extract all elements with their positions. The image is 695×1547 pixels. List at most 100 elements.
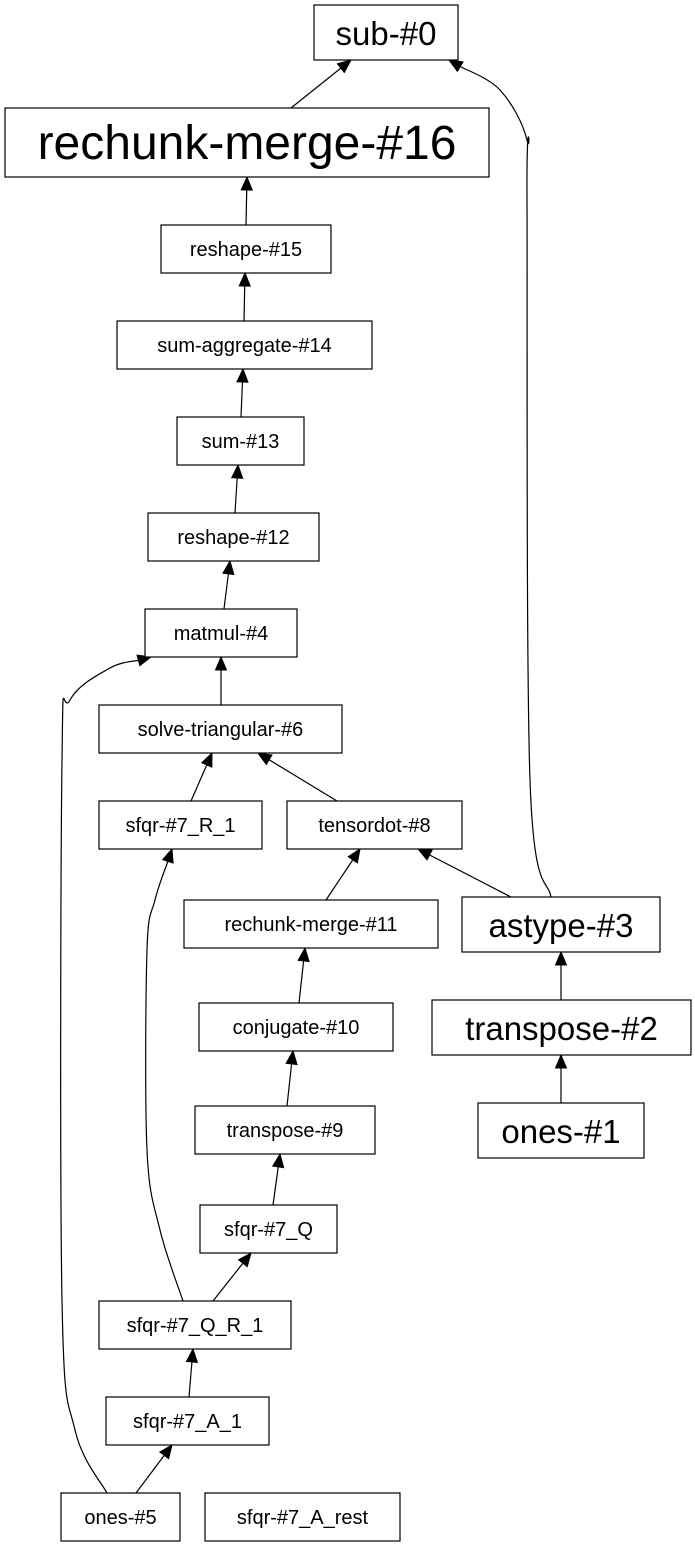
edge-line	[243, 284, 246, 322]
nodes-layer: sub-#0 rechunk-merge-#16 reshape-#15 sum-ag…	[4, 4, 692, 1542]
arrow-head-icon	[256, 752, 273, 766]
edge-sum-aggregate-14-to-reshape-15	[238, 271, 251, 322]
node-label: astype-#3	[489, 907, 634, 944]
edge-line	[286, 1062, 293, 1107]
node-astype-3[interactable]: astype-#3	[461, 896, 661, 953]
arrow-head-icon	[554, 1053, 568, 1069]
arrow-head-icon	[336, 59, 353, 74]
node-box	[116, 320, 373, 370]
edge-line	[234, 476, 238, 514]
edge-line	[212, 1262, 245, 1302]
node-tensordot-8[interactable]: tensordot-#8	[286, 800, 463, 850]
node-box	[199, 1204, 338, 1254]
node-label: sfqr-#7_A_rest	[237, 1507, 369, 1529]
node-box	[461, 896, 661, 953]
edge-ones-5-to-sfqr-7-A-1	[135, 1443, 173, 1494]
node-label: sum-aggregate-#14	[157, 335, 332, 357]
arrow-head-icon	[416, 848, 433, 861]
node-rechunk-merge-16[interactable]: rechunk-merge-#16	[4, 107, 490, 178]
node-label: solve-triangular-#6	[138, 719, 304, 741]
arrow-head-icon	[185, 1347, 199, 1363]
node-transpose-9[interactable]: transpose-#9	[194, 1105, 376, 1155]
node-label: sfqr-#7_Q_R_1	[127, 1315, 264, 1337]
node-label: sum-#13	[202, 431, 280, 453]
node-solve-triangular-6[interactable]: solve-triangular-#6	[98, 704, 343, 754]
node-label: rechunk-merge-#11	[224, 914, 397, 936]
edge-sfqr-7-Q-R-1-to-sfqr-7-R-1	[145, 847, 184, 1302]
edge-sfqr-7-Q-to-transpose-9	[271, 1152, 285, 1206]
node-sub-0[interactable]: sub-#0	[313, 4, 459, 61]
node-sum-13[interactable]: sum-#13	[176, 416, 305, 466]
edge-matmul-4-to-reshape-12	[222, 559, 235, 610]
node-box	[98, 800, 263, 850]
arrow-head-icon	[271, 1152, 285, 1169]
edge-line	[145, 860, 184, 1302]
edge-line	[245, 188, 248, 226]
node-box	[160, 224, 332, 274]
edge-line	[298, 959, 305, 1004]
edge-line	[428, 853, 512, 898]
node-box	[204, 1492, 401, 1542]
edge-line	[188, 1360, 193, 1398]
edge-line	[223, 572, 230, 610]
edge-astype-3-to-sub-0	[447, 59, 552, 898]
node-box	[286, 800, 463, 850]
node-conjugate-10[interactable]: conjugate-#10	[198, 1002, 394, 1052]
node-ones-5[interactable]: ones-#5	[60, 1492, 181, 1542]
arrow-head-icon	[237, 1251, 252, 1268]
node-box	[98, 1300, 292, 1350]
node-sfqr-7-Q-R-1[interactable]: sfqr-#7_Q_R_1	[98, 1300, 292, 1350]
edge-astype-3-to-tensordot-8	[416, 848, 512, 898]
edge-reshape-12-to-sum-13	[230, 463, 244, 514]
node-sum-aggregate-14[interactable]: sum-aggregate-#14	[116, 320, 373, 370]
edge-ones-5-to-matmul-4	[60, 654, 153, 1494]
edge-line	[267, 758, 338, 802]
node-box	[313, 4, 459, 61]
node-matmul-4[interactable]: matmul-#4	[144, 608, 298, 658]
node-ones-1[interactable]: ones-#1	[477, 1102, 645, 1159]
arrow-head-icon	[297, 946, 310, 963]
edge-reshape-15-to-rechunk-merge-16	[240, 175, 253, 226]
node-label: matmul-#4	[174, 623, 268, 645]
node-box	[60, 1492, 181, 1542]
edge-rechunk-merge-11-to-tensordot-8	[325, 847, 361, 901]
arrow-head-icon	[236, 367, 249, 383]
node-label: transpose-#2	[465, 1010, 658, 1047]
node-label: tensordot-#8	[318, 815, 430, 837]
arrow-head-icon	[161, 847, 174, 864]
arrow-head-icon	[238, 271, 251, 287]
node-label: sub-#0	[336, 15, 437, 52]
node-label: conjugate-#10	[233, 1017, 360, 1039]
node-label: sfqr-#7_Q	[224, 1219, 313, 1241]
arrow-head-icon	[554, 950, 568, 966]
edge-sum-13-to-sum-aggregate-14	[236, 367, 249, 418]
edge-line	[60, 659, 140, 1494]
node-label: sfqr-#7_R_1	[125, 815, 235, 837]
arrow-head-icon	[347, 847, 361, 864]
node-label: sfqr-#7_A_1	[133, 1411, 242, 1433]
edge-line	[190, 763, 208, 802]
node-label: ones-#5	[84, 1507, 156, 1529]
node-label: rechunk-merge-#16	[38, 117, 457, 170]
node-label: ones-#1	[501, 1113, 620, 1150]
node-rechunk-merge-11[interactable]: rechunk-merge-#11	[183, 899, 439, 949]
node-box	[477, 1102, 645, 1159]
arrow-head-icon	[447, 59, 464, 73]
node-reshape-12[interactable]: reshape-#12	[147, 512, 320, 562]
node-box	[176, 416, 305, 466]
node-label: reshape-#12	[177, 527, 289, 549]
node-sfqr-7-A-rest[interactable]: sfqr-#7_A_rest	[204, 1492, 401, 1542]
node-box	[431, 999, 692, 1056]
node-sfqr-7-R-1[interactable]: sfqr-#7_R_1	[98, 800, 263, 850]
node-sfqr-7-A-1[interactable]: sfqr-#7_A_1	[105, 1396, 270, 1446]
arrow-head-icon	[214, 655, 228, 671]
edge-sfqr-7-R-1-to-solve-triangular-6	[190, 751, 213, 802]
node-transpose-2[interactable]: transpose-#2	[431, 999, 692, 1056]
node-reshape-15[interactable]: reshape-#15	[160, 224, 332, 274]
node-label: transpose-#9	[227, 1120, 344, 1142]
arrow-head-icon	[158, 1443, 173, 1460]
node-box	[147, 512, 320, 562]
node-sfqr-7-Q[interactable]: sfqr-#7_Q	[199, 1204, 338, 1254]
node-box	[183, 899, 439, 949]
